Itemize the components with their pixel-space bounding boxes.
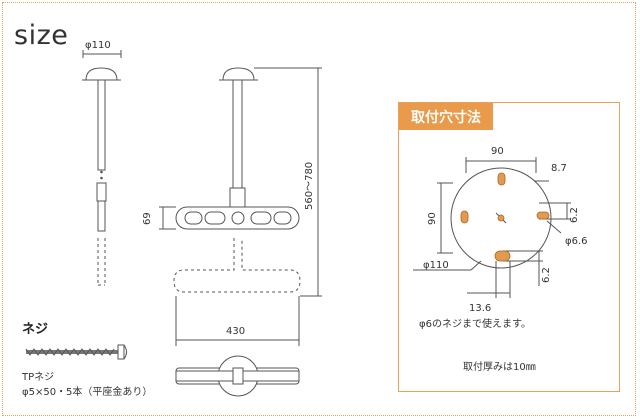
dim-gap-upper-label: 6.2 xyxy=(569,207,580,223)
screw-heading: ネジ xyxy=(22,322,49,337)
bar-height-label: 69 xyxy=(142,212,153,225)
dim-diameter-label: φ110 xyxy=(423,260,449,271)
dim-offset-label: 8.7 xyxy=(551,163,567,174)
screw-drawing xyxy=(25,344,127,360)
hole-bottom xyxy=(494,250,511,262)
page-frame xyxy=(2,2,636,416)
page-title: size xyxy=(14,20,69,51)
height-range-label: 560～780 xyxy=(304,162,315,210)
dim-left-label: 90 xyxy=(427,212,438,225)
dim-bottom-label: 13.6 xyxy=(469,303,491,314)
top-view xyxy=(175,355,300,397)
front-view xyxy=(159,67,322,346)
diameter-label: φ110 xyxy=(85,40,111,51)
screw-name: TPネジ xyxy=(22,372,55,383)
screw-note: φ6のネジまで使えます。 xyxy=(419,319,531,330)
dim-gap-lower-label: 6.2 xyxy=(541,267,552,283)
side-view xyxy=(82,50,122,286)
hole-top xyxy=(497,172,506,186)
mounting-holes xyxy=(460,172,550,262)
screw-spec: φ5×50・5本（平座金あり） xyxy=(22,387,153,398)
mounting-hole-panel: 取付穴寸法 xyxy=(398,102,620,392)
hole-center xyxy=(497,214,505,222)
hole-right xyxy=(536,211,550,220)
hole-left xyxy=(460,210,469,224)
thickness-note: 取付厚みは10㎜ xyxy=(463,362,536,373)
dim-hole-label: φ6.6 xyxy=(565,236,588,247)
mounting-diagram: 90 90 8.7 6.2 φ6.6 φ110 6.2 13.6 xyxy=(413,146,588,314)
dim-top-label: 90 xyxy=(491,146,504,157)
mounting-title: 取付穴寸法 xyxy=(399,103,493,130)
width-label: 430 xyxy=(226,326,245,337)
